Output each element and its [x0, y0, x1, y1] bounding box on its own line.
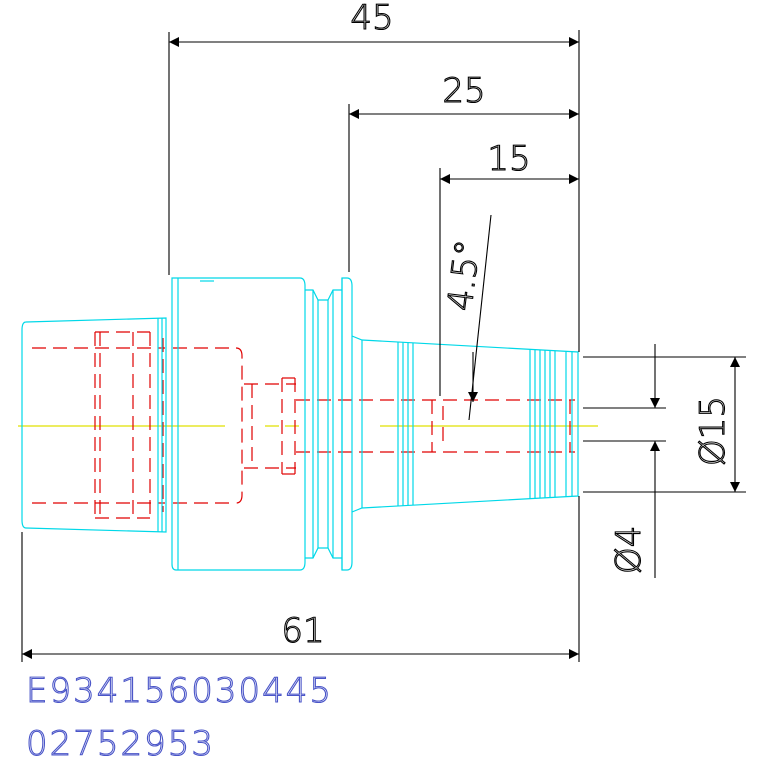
hidden-lines	[32, 331, 575, 519]
dim-45-label: 45	[350, 0, 393, 38]
dim-61-label: 61	[281, 611, 324, 651]
dim-angle-label: 4.5°	[440, 238, 488, 313]
dim-diameter-4-label: Ø4	[609, 526, 649, 574]
reference-code: 02752953	[25, 724, 216, 764]
dim-25-label: 25	[442, 71, 485, 111]
dim-diameter-15-label: Ø15	[693, 396, 733, 466]
part-number-code: E934156030445	[25, 671, 334, 711]
part-outline	[21, 277, 579, 571]
dim-15-label: 15	[487, 139, 530, 179]
dimension-lines	[21, 30, 746, 662]
